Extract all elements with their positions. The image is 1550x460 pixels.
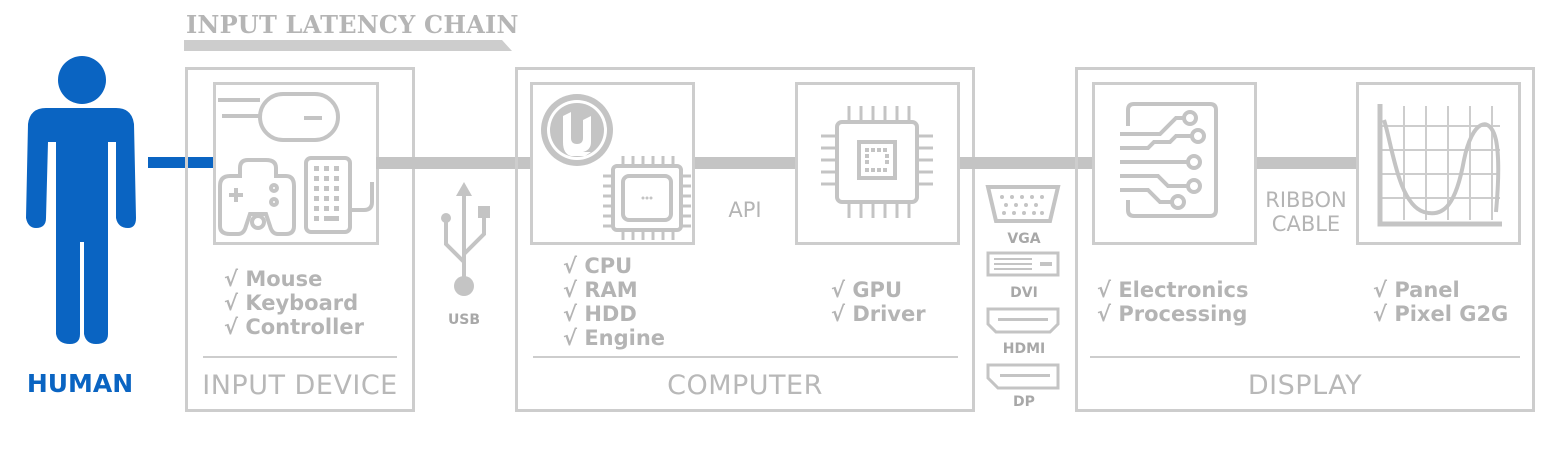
ribbon-cable-connector — [1257, 157, 1356, 169]
list-item: √ Panel — [1373, 278, 1460, 302]
person-icon — [26, 56, 136, 344]
title-underline — [184, 40, 512, 51]
list-item: √ Mouse — [224, 267, 323, 291]
unreal-engine-logo — [541, 94, 613, 166]
divider — [203, 356, 397, 358]
api-connector — [695, 157, 795, 169]
list-item: √ Processing — [1097, 302, 1248, 326]
diagram-title: INPUT LATENCY CHAIN — [186, 10, 519, 39]
list-item: √ Driver — [831, 302, 926, 326]
ribbon-cable-label: RIBBON CABLE — [1256, 188, 1356, 236]
usb-icon — [441, 182, 490, 296]
panel-panel — [1356, 82, 1521, 245]
electronics-list: √ Electronics √ Processing — [1097, 278, 1248, 326]
dvi-port-icon — [986, 251, 1060, 277]
divider — [533, 356, 958, 358]
keyboard-icon — [304, 156, 374, 234]
hdmi-port-icon — [986, 307, 1060, 334]
list-item: √ Pixel G2G — [1373, 302, 1509, 326]
mouse-icon — [218, 92, 340, 142]
cpu-list: √ CPU √ RAM √ HDD √ Engine — [563, 254, 665, 350]
divider — [1090, 356, 1520, 358]
input-device-section — [185, 67, 415, 412]
input-device-list: √ Mouse √ Keyboard √ Controller — [224, 267, 364, 339]
usb-label: USB — [447, 312, 481, 328]
response-curve-icon — [1377, 104, 1502, 227]
computer-label: COMPUTER — [667, 370, 823, 401]
computer-section — [515, 67, 975, 412]
hdmi-label: HDMI — [1002, 341, 1046, 357]
vga-port-icon — [985, 185, 1061, 223]
gamepad-icon — [218, 158, 296, 236]
usb-connector — [376, 157, 532, 169]
list-item: √ RAM — [563, 278, 638, 302]
display-label: DISPLAY — [1247, 370, 1363, 401]
panel-list: √ Panel √ Pixel G2G — [1373, 278, 1508, 326]
input-device-label: INPUT DEVICE — [202, 370, 398, 401]
gpu-list: √ GPU √ Driver — [831, 278, 926, 326]
list-item: √ GPU — [831, 278, 902, 302]
list-item: √ HDD — [563, 302, 637, 326]
display-section — [1075, 67, 1535, 412]
list-item: √ Engine — [563, 326, 666, 350]
vga-label: VGA — [1007, 231, 1041, 247]
list-item: √ CPU — [563, 254, 633, 278]
api-label: API — [728, 198, 762, 222]
list-item: √ Electronics — [1097, 278, 1249, 302]
video-cable-connector — [960, 157, 1092, 169]
displayport-icon — [986, 363, 1060, 390]
ribbon-label-line-2: CABLE — [1271, 212, 1341, 236]
cpu-chip-icon — [603, 156, 691, 240]
human-label: HUMAN — [26, 369, 134, 398]
dvi-label: DVI — [1010, 285, 1038, 301]
list-item: √ Controller — [224, 315, 364, 339]
gpu-chip-icon — [821, 106, 933, 218]
list-item: √ Keyboard — [224, 291, 359, 315]
dp-label: DP — [1013, 394, 1035, 410]
human-connector — [148, 157, 218, 168]
ribbon-label-line-1: RIBBON — [1265, 188, 1347, 212]
circuit-board-icon — [1120, 102, 1218, 218]
